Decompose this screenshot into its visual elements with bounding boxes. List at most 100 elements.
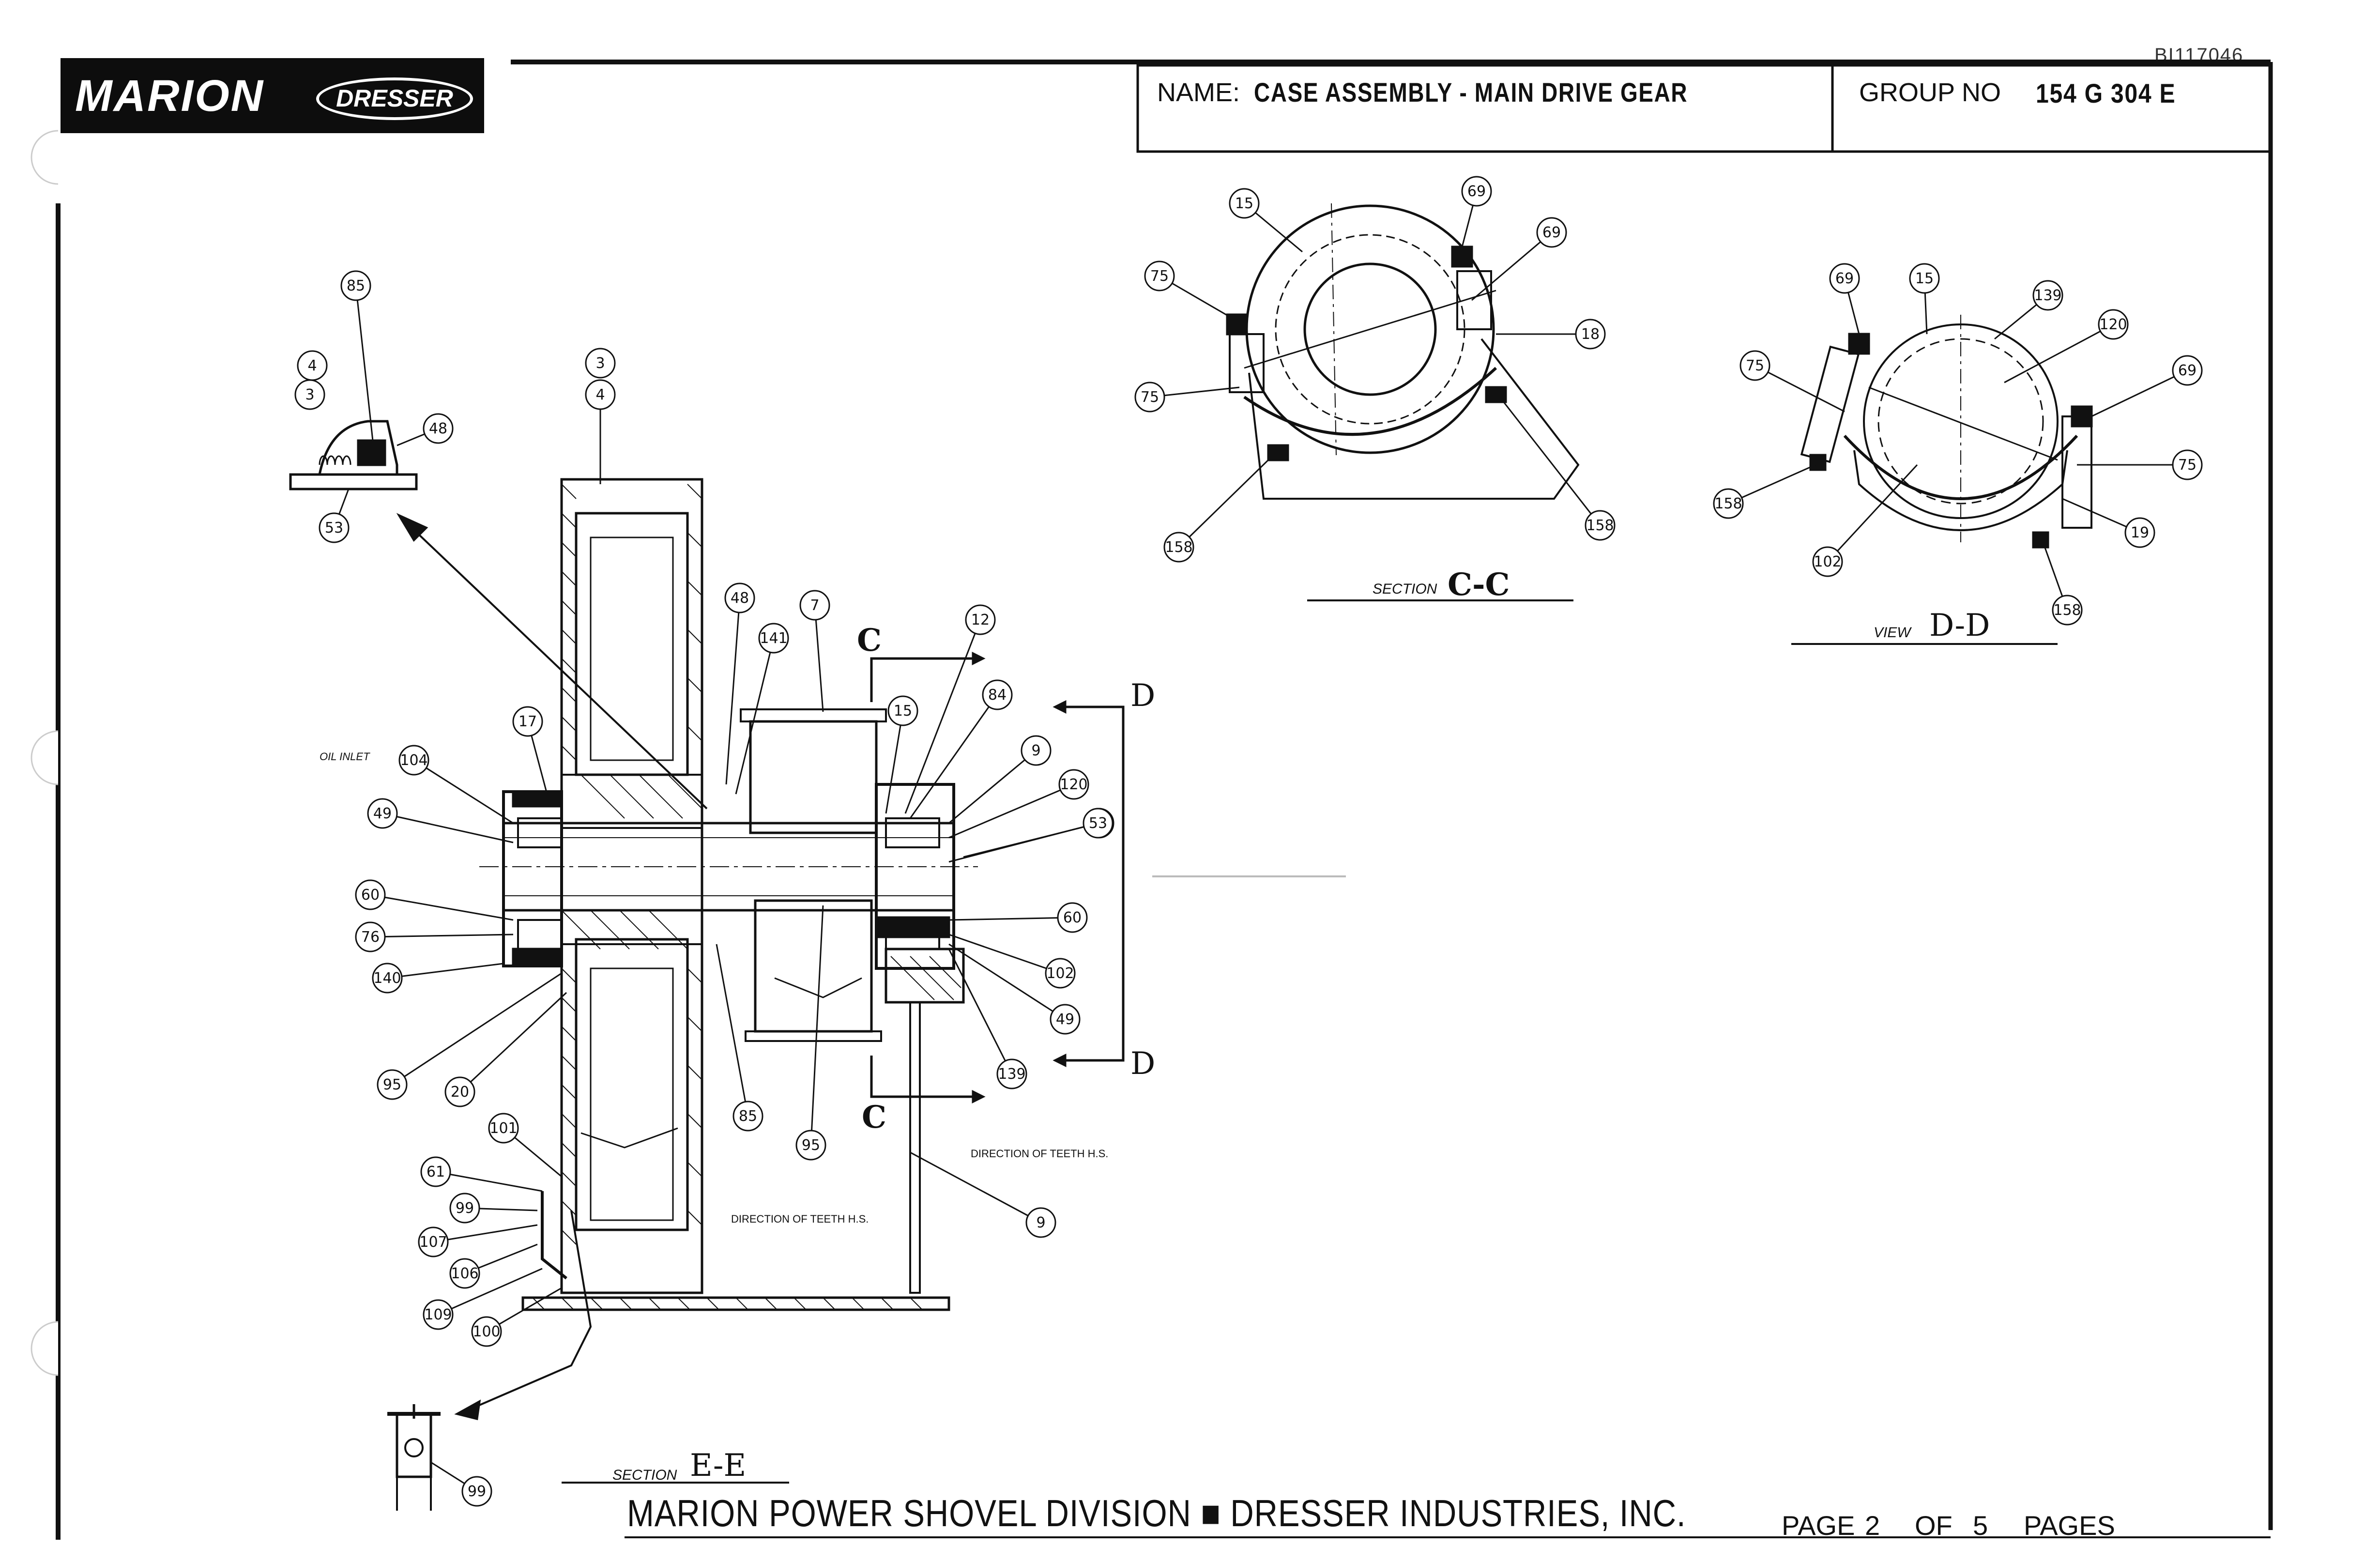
main-leader	[948, 783, 1074, 839]
view-dd-balloon-label: 139	[2034, 287, 2061, 304]
main-balloon	[449, 1193, 480, 1224]
main-balloon	[1021, 735, 1052, 766]
main-balloon	[319, 512, 350, 543]
main-balloon-label: 7	[810, 597, 819, 614]
main-leader	[910, 1151, 1041, 1224]
view-dd-leader	[2004, 323, 2114, 383]
view-dd-balloon	[1739, 350, 1770, 381]
main-balloon-label: 49	[1056, 1011, 1074, 1028]
of-word: OF	[1915, 1510, 1953, 1541]
main-balloon-label: 48	[731, 590, 749, 607]
group-label: GROUP NO	[1859, 78, 2001, 107]
view-dd-balloon	[1829, 263, 1860, 294]
main-leader	[459, 992, 567, 1093]
view-title-underlines	[562, 599, 2058, 1484]
main-balloon-label: 84	[988, 687, 1007, 704]
main-leader	[382, 812, 514, 843]
section-cc-balloon	[1229, 188, 1260, 219]
section-cc-balloon-label: 75	[1150, 268, 1169, 285]
main-balloon-label: 85	[347, 277, 365, 294]
main-balloon-label: 3	[305, 386, 314, 403]
section-cc-letters: C-C	[1448, 567, 1510, 603]
main-balloon-label: 3	[595, 355, 605, 372]
main-balloon-label: 95	[383, 1076, 401, 1093]
view-dd-balloon-label: 15	[1915, 270, 1934, 287]
footer-company-name: MARION POWER SHOVEL DIVISION ■ DRESSER I…	[627, 1492, 1686, 1534]
logo-dresser-text: DRESSER	[316, 77, 473, 120]
main-balloon-label: 60	[1063, 909, 1082, 926]
view-dd-balloon	[1812, 546, 1843, 577]
main-balloon-label: 102	[1046, 965, 1074, 982]
main-balloon	[372, 963, 403, 994]
main-balloon-label: 104	[400, 752, 427, 769]
main-balloon-label: 17	[519, 713, 537, 730]
main-leader	[433, 1224, 538, 1243]
main-leader	[810, 905, 824, 1146]
view-dd-balloon-label: 158	[2053, 602, 2081, 619]
main-section-drawing	[289, 420, 1346, 1511]
main-balloon-label: 53	[1089, 815, 1107, 832]
main-leader	[904, 619, 981, 814]
main-balloon	[355, 921, 386, 952]
pages-word: PAGES	[2024, 1510, 2115, 1541]
main-balloon-label: 141	[760, 630, 787, 647]
view-dd-leader	[1754, 365, 1845, 413]
main-balloon	[355, 879, 386, 910]
main-balloon	[758, 623, 789, 654]
section-cc-balloon-label: 75	[1141, 389, 1159, 406]
main-balloon	[423, 413, 454, 444]
main-balloon-label: 120	[1060, 776, 1087, 793]
view-dd-balloon-label: 69	[2178, 362, 2197, 379]
main-leader	[716, 944, 749, 1117]
main-balloon-label: 53	[325, 520, 343, 536]
view-dd-leader	[2091, 369, 2188, 417]
section-cc-balloon	[1144, 260, 1175, 291]
section-cc-drawing	[1226, 203, 1580, 500]
main-balloon-label: 140	[373, 970, 401, 987]
section-cc-balloon-label: 18	[1581, 326, 1600, 343]
section-cc-balloon-label: 69	[1467, 183, 1486, 200]
cut-marker-c-bottom: C	[862, 1099, 886, 1135]
direction-of-teeth-note-right: DIRECTION OF TEETH H.S.	[971, 1148, 1109, 1160]
main-balloon-label: 12	[971, 612, 990, 628]
main-balloon	[444, 1076, 475, 1107]
main-balloon	[471, 1316, 502, 1347]
group-number: 154 G 304 E	[2036, 78, 2176, 108]
main-balloon-label: 4	[307, 357, 317, 374]
main-balloon	[512, 706, 543, 737]
main-balloon-label: 107	[419, 1234, 447, 1251]
main-leader	[948, 934, 1061, 974]
section-cc-balloon-label: 158	[1165, 539, 1192, 556]
main-balloon-label: 15	[894, 703, 912, 720]
view-dd-balloon-label: 75	[1746, 357, 1764, 374]
main-balloon-label: 99	[468, 1483, 486, 1500]
main-balloon	[294, 379, 325, 410]
main-balloon-label: 61	[427, 1164, 445, 1180]
main-balloon-label: 109	[424, 1306, 452, 1323]
main-balloon	[1083, 808, 1114, 839]
main-leader	[438, 1268, 543, 1316]
main-balloon	[449, 1258, 480, 1289]
view-dd-balloon-label: 120	[2099, 316, 2127, 333]
cut-marker-d-top: D	[1130, 678, 1156, 714]
drawing-border	[56, 60, 2273, 1540]
main-balloon-label: 100	[473, 1323, 500, 1340]
main-leader	[435, 1171, 543, 1192]
main-balloon	[340, 270, 371, 301]
main-leader	[814, 605, 824, 712]
main-leader	[370, 934, 514, 938]
main-leader	[392, 972, 562, 1086]
view-dd-balloon	[2032, 280, 2063, 311]
main-balloon-label: 76	[361, 929, 380, 946]
view-dd-balloon-label: 75	[2178, 457, 2197, 474]
view-dd-balloon	[2098, 309, 2129, 340]
main-balloon	[799, 590, 830, 621]
section-cc-balloon	[1134, 382, 1165, 413]
cut-marker-c-top: C	[857, 622, 882, 659]
section-cc-leader	[1178, 454, 1274, 548]
main-leader	[725, 597, 741, 785]
main-balloon-label: 60	[361, 887, 380, 904]
main-balloon	[420, 1156, 451, 1187]
main-balloon	[1050, 1004, 1081, 1035]
page-number: 2	[1865, 1510, 1880, 1541]
